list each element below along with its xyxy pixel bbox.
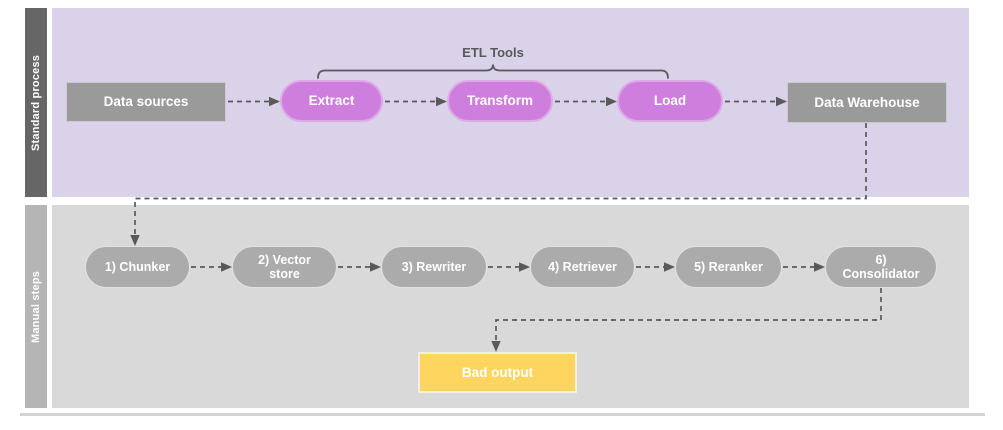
node-label: 1) Chunker: [104, 259, 171, 274]
node-label: 6) Consolidator: [842, 252, 920, 281]
node-chunker: 1) Chunker: [85, 246, 190, 288]
node-label: Extract: [308, 93, 355, 109]
etl-tools-label: ETL Tools: [462, 45, 524, 60]
node-load: Load: [617, 80, 723, 122]
node-reranker: 5) Reranker: [675, 246, 782, 288]
node-extract: Extract: [280, 80, 383, 122]
node-label: Bad output: [461, 364, 534, 380]
node-data-sources: Data sources: [66, 82, 226, 122]
lane-label-manual-steps: Manual steps: [30, 270, 42, 343]
node-consolidator: 6) Consolidator: [825, 246, 937, 288]
node-bad-output: Bad output: [418, 352, 577, 393]
node-retriever: 4) Retriever: [530, 246, 635, 288]
node-label: Load: [653, 93, 687, 109]
node-label: 4) Retriever: [548, 259, 617, 274]
node-label: 3) Rewriter: [401, 259, 467, 274]
bottom-divider-line: [20, 413, 985, 416]
node-transform: Transform: [447, 80, 553, 122]
lane-label-standard-process: Standard process: [30, 54, 42, 151]
lane-bar-manual-steps: Manual steps: [25, 205, 47, 408]
node-rewriter: 3) Rewriter: [381, 246, 487, 288]
node-label: 5) Reranker: [694, 259, 763, 274]
lane-bar-standard-process: Standard process: [25, 8, 47, 197]
node-label: Transform: [466, 93, 534, 109]
node-label: Data Warehouse: [814, 94, 920, 110]
node-data-warehouse: Data Warehouse: [787, 82, 947, 123]
node-vector-store: 2) Vector store: [232, 246, 337, 288]
node-label: Data sources: [103, 94, 189, 110]
node-label: 2) Vector store: [258, 252, 311, 281]
